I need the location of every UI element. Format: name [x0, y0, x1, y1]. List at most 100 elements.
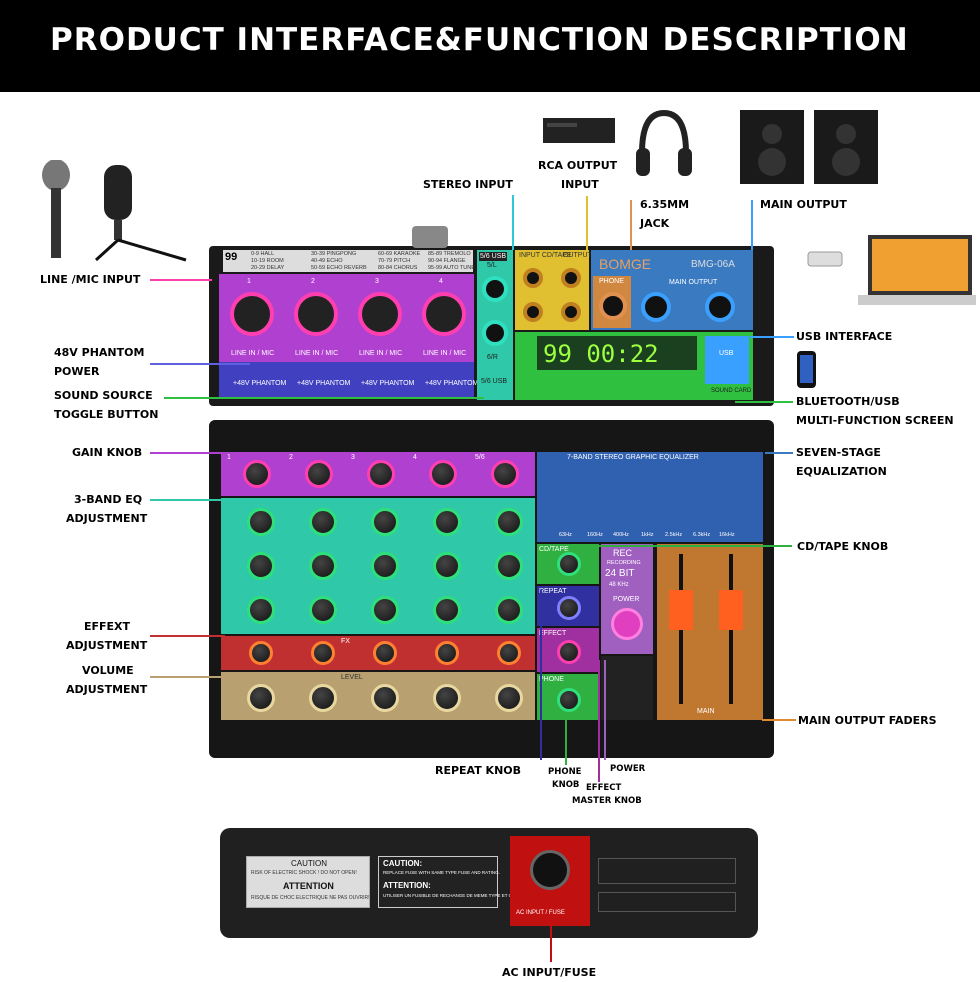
- dsp-number: 99: [225, 251, 238, 263]
- label-gain: GAIN KNOB: [72, 446, 143, 459]
- label-toggle-1: SOUND SOURCE: [54, 389, 153, 402]
- phantom-power-zone: +48V PHANTOM +48V PHANTOM +48V PHANTOM +…: [219, 362, 478, 398]
- cd-tape-zone: CD/TAPE: [537, 544, 599, 584]
- level-zone: LEVEL: [221, 672, 535, 720]
- level-knob-3[interactable]: [371, 684, 399, 712]
- label-usb-interface: USB INTERFACE: [796, 330, 893, 343]
- label-power: POWER: [610, 764, 646, 774]
- stereo-jack-left[interactable]: [482, 276, 508, 302]
- title-banner: PRODUCT INTERFACE&FUNCTION DESCRIPTION: [0, 0, 980, 92]
- label-3band-1: 3-BAND EQ: [74, 493, 143, 506]
- fader-left[interactable]: [669, 590, 693, 630]
- label-jack: JACK: [640, 217, 670, 230]
- cd-tape-knob[interactable]: [557, 552, 581, 576]
- xlr-input-4[interactable]: [422, 292, 466, 336]
- mic-input-zone: 1 2 3 4 LINE IN / MIC LINE IN / MIC LINE…: [219, 274, 474, 362]
- label-48v-1: 48V PHANTOM: [54, 346, 145, 359]
- label-phone-1: PHONE: [548, 767, 582, 777]
- label-toggle-2: TOGGLE BUTTON: [54, 408, 159, 421]
- main-output-left[interactable]: [641, 292, 671, 322]
- label-main-faders: MAIN OUTPUT FADERS: [798, 714, 937, 727]
- label-repeat: REPEAT KNOB: [435, 764, 522, 777]
- label-effect-master-1: EFFECT: [586, 783, 622, 793]
- eq-mid-knob-4[interactable]: [433, 552, 461, 580]
- label-rca-input: INPUT: [561, 178, 599, 191]
- eq-high-knob-5[interactable]: [495, 508, 523, 536]
- label-seven-stage-2: EQUALIZATION: [796, 465, 887, 478]
- level-knob-5[interactable]: [495, 684, 523, 712]
- lcd-display: 99 00:22: [537, 336, 697, 370]
- rca-out-right[interactable]: [561, 302, 581, 322]
- rca-in-left[interactable]: [523, 268, 543, 288]
- eq-low-knob-2[interactable]: [309, 596, 337, 624]
- mixer-bottom-panel: 1 2 3 4 5/6 FX LEVEL: [209, 420, 774, 758]
- eq-mid-knob-2[interactable]: [309, 552, 337, 580]
- phone-output-zone: PHONE: [593, 276, 631, 328]
- fx-knob-2[interactable]: [311, 641, 335, 665]
- eq-high-knob-2[interactable]: [309, 508, 337, 536]
- xlr-input-1[interactable]: [230, 292, 274, 336]
- fx-knob-3[interactable]: [373, 641, 397, 665]
- gain-knob-2[interactable]: [305, 460, 333, 488]
- eq-low-knob-1[interactable]: [247, 596, 275, 624]
- fx-knob-1[interactable]: [249, 641, 273, 665]
- rca-out-left[interactable]: [561, 268, 581, 288]
- output-zone: BOMGE BMG-06A PHONE MAIN OUTPUT: [591, 250, 753, 330]
- rear-panel: CAUTION RISK OF ELECTRIC SHOCK ! DO NOT …: [220, 828, 758, 938]
- label-effect-1: EFFEXT: [84, 620, 131, 633]
- stereo-jack-right[interactable]: [482, 320, 508, 346]
- xlr-input-3[interactable]: [358, 292, 402, 336]
- phone-jack[interactable]: [599, 292, 627, 320]
- mixer-top-panel: 99 0-9 HALL 10-19 ROOM 20-29 DELAY 30-39…: [209, 246, 774, 406]
- eq-low-knob-5[interactable]: [495, 596, 523, 624]
- label-ac-input: AC INPUT/FUSE: [502, 966, 597, 979]
- ac-input-zone: AC INPUT / FUSE: [510, 836, 590, 926]
- xlr-input-2[interactable]: [294, 292, 338, 336]
- main-fader-zone: MAIN: [657, 544, 763, 720]
- level-knob-4[interactable]: [433, 684, 461, 712]
- main-output-right[interactable]: [705, 292, 735, 322]
- headphones-image: [636, 109, 692, 176]
- repeat-zone: REPEAT: [537, 586, 599, 626]
- level-knob-1[interactable]: [247, 684, 275, 712]
- fader-right[interactable]: [719, 590, 743, 630]
- eq-low-knob-4[interactable]: [433, 596, 461, 624]
- label-3band-2: ADJUSTMENT: [66, 512, 148, 525]
- label-seven-stage-1: SEVEN-STAGE: [796, 446, 881, 459]
- repeat-knob[interactable]: [557, 596, 581, 620]
- label-cd-tape: CD/TAPE KNOB: [797, 540, 889, 553]
- eq-high-knob-1[interactable]: [247, 508, 275, 536]
- cd-player-image: [543, 118, 615, 143]
- label-rca-output: RCA OUTPUT: [538, 159, 618, 172]
- label-volume-1: VOLUME: [82, 664, 134, 677]
- effect-zone: FX: [221, 636, 535, 670]
- eq-low-knob-3[interactable]: [371, 596, 399, 624]
- eq-high-knob-4[interactable]: [433, 508, 461, 536]
- power-button[interactable]: [611, 608, 643, 640]
- level-knob-2[interactable]: [309, 684, 337, 712]
- gain-knob-5[interactable]: [491, 460, 519, 488]
- eq-zone: [221, 498, 535, 634]
- caution-sticker-2: CAUTION: REPLACE FUSE WITH SAME TYPE FUS…: [378, 856, 529, 908]
- effect-master-knob[interactable]: [557, 640, 581, 664]
- stereo-input-zone: 5/6 USB 5/L 6/R 5/6 USB: [477, 250, 513, 400]
- eq-mid-knob-1[interactable]: [247, 552, 275, 580]
- eq-high-knob-3[interactable]: [371, 508, 399, 536]
- eq-mid-knob-5[interactable]: [495, 552, 523, 580]
- rca-zone: INPUT CD/TAPE OUTPUT: [515, 250, 592, 330]
- phone-image: [797, 351, 816, 388]
- rca-in-right[interactable]: [523, 302, 543, 322]
- phone-knob[interactable]: [557, 688, 581, 712]
- gain-knob-3[interactable]: [367, 460, 395, 488]
- caution-sticker-1: CAUTION RISK OF ELECTRIC SHOCK ! DO NOT …: [246, 856, 370, 908]
- level-meter: [601, 656, 653, 720]
- label-effect-master-2: MASTER KNOB: [572, 796, 642, 806]
- eq-mid-knob-3[interactable]: [371, 552, 399, 580]
- effect-master-zone: EFFECT: [537, 628, 599, 672]
- fx-knob-5[interactable]: [497, 641, 521, 665]
- page-title: PRODUCT INTERFACE&FUNCTION DESCRIPTION: [50, 22, 909, 58]
- fx-knob-4[interactable]: [435, 641, 459, 665]
- gain-knob-1[interactable]: [243, 460, 271, 488]
- gain-knob-4[interactable]: [429, 460, 457, 488]
- ac-socket[interactable]: [530, 850, 570, 890]
